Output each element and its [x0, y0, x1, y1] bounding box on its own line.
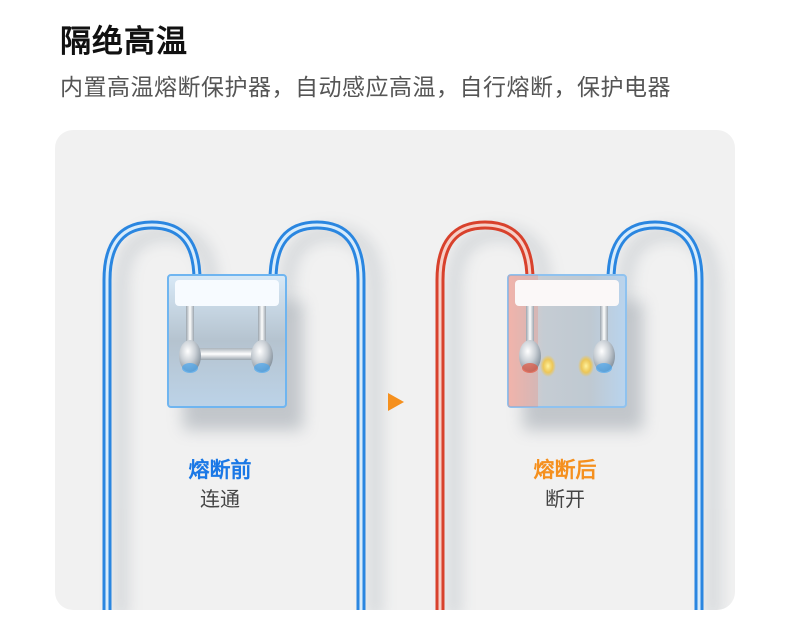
play-triangle-icon [388, 393, 404, 411]
page-title: 隔绝高温 [60, 24, 188, 60]
fuse-comparison-panel: 熔断前 连通 熔断后 断开 [55, 130, 735, 610]
fuse-after [507, 274, 643, 430]
page-subtitle: 内置高温熔断保护器，自动感应高温，自行熔断，保护电器 [60, 75, 671, 101]
spark-icon [540, 355, 556, 377]
fuse-illustration [102, 220, 718, 610]
before-title: 熔断前 [150, 456, 290, 484]
after-state: 断开 [545, 487, 585, 511]
spark-icon [578, 355, 594, 377]
before-title-text: 熔断前 [188, 458, 252, 482]
before-state: 连通 [200, 487, 240, 511]
after-title: 熔断后 [495, 456, 635, 484]
after-title-text: 熔断后 [533, 458, 597, 482]
fuse-before [167, 274, 303, 430]
